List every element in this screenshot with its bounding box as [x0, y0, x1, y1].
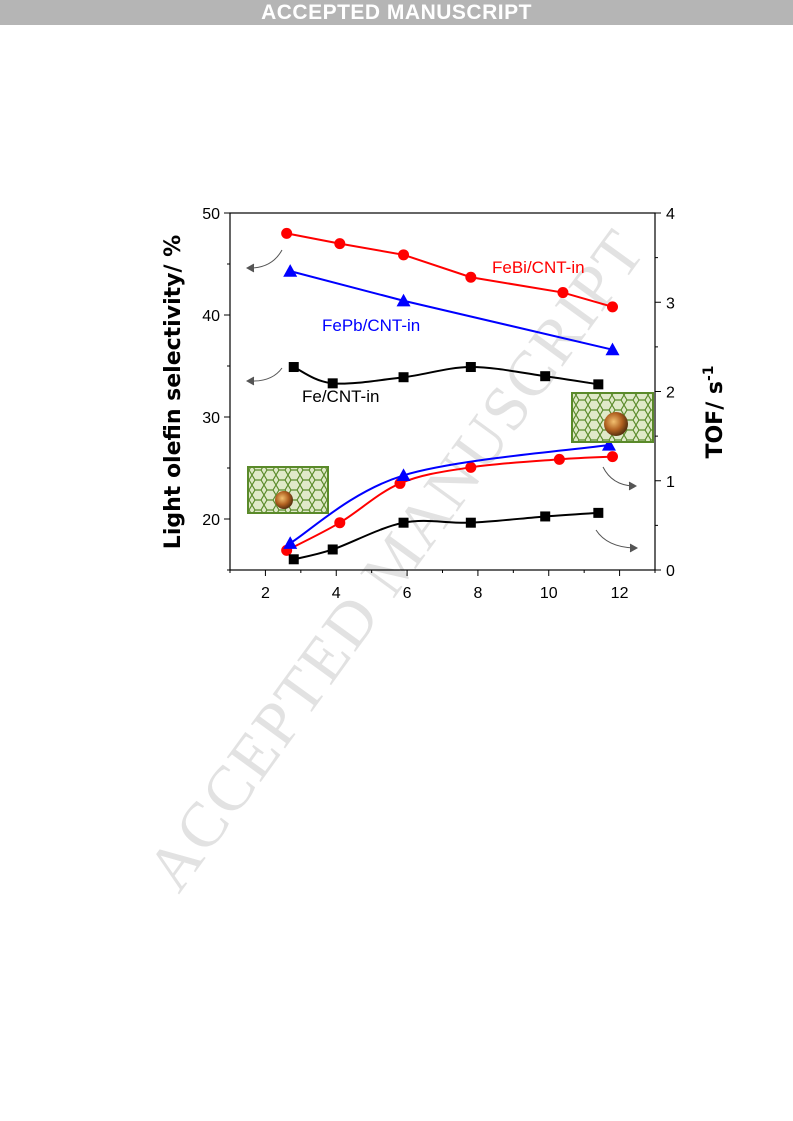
accepted-manuscript-banner	[0, 0, 793, 25]
y-left-tick-label-1: 30	[202, 410, 220, 427]
data-point-s2-p5	[593, 379, 604, 390]
nanotube-illustration-left	[247, 466, 329, 514]
series-label-fe: Fe/CNT-in	[302, 387, 379, 406]
series-layer	[281, 227, 620, 565]
arrow-fe-left-head	[245, 376, 255, 386]
y-left-tick-label-3: 50	[202, 206, 220, 223]
series-line-0	[286, 232, 613, 308]
nanotube-illustration-right	[571, 392, 654, 443]
arrow-fe-right-head	[629, 543, 639, 553]
data-point-s0-p4	[557, 287, 569, 299]
data-point-s4-p0	[283, 536, 298, 549]
arrow-febi-left-head	[245, 263, 255, 273]
y-left-tick-label-2: 40	[202, 308, 220, 325]
y-right-tick-label-2: 2	[666, 385, 675, 402]
y-right-tick-label-4: 4	[666, 206, 675, 223]
data-point-s3-p5	[607, 451, 618, 463]
banner-text: ACCEPTED MANUSCRIPT	[261, 1, 532, 24]
series-label-febi: FeBi/CNT-in	[492, 258, 585, 277]
data-point-s3-p4	[553, 453, 565, 465]
nanoparticle-right	[604, 412, 628, 436]
series-line-1	[289, 270, 613, 351]
x-tick-label-3: 8	[473, 585, 482, 602]
series-line-3	[286, 455, 613, 552]
data-point-s5-p3	[465, 517, 476, 528]
x-tick-label-1: 4	[332, 585, 341, 602]
y-right-tick-label-3: 3	[666, 295, 675, 312]
data-point-s0-p5	[607, 301, 618, 313]
data-point-s0-p2	[398, 249, 410, 261]
arrow-febi-right-head	[628, 481, 638, 491]
arrow-febi-right	[602, 466, 634, 487]
data-point-s4-p1	[396, 468, 411, 481]
axis-arrows	[245, 249, 639, 553]
series-line-2	[293, 366, 599, 386]
data-point-s5-p5	[593, 507, 604, 518]
data-point-s2-p4	[540, 371, 551, 382]
data-point-s2-p1	[327, 378, 338, 389]
y-axis-right-title-superscript: -1	[701, 365, 717, 381]
arrow-fe-right	[595, 529, 635, 549]
series-line-4	[289, 444, 610, 545]
data-point-s0-p0	[281, 227, 293, 239]
plot-frame	[229, 212, 656, 571]
data-point-s3-p3	[465, 461, 477, 473]
nanoparticle-left	[275, 491, 293, 509]
arrow-fe-left	[249, 367, 283, 382]
data-point-s3-p1	[334, 517, 346, 529]
y-axis-right-title-main: TOF/ s	[703, 381, 728, 459]
x-tick-label-2: 6	[403, 585, 412, 602]
data-point-s2-p0	[288, 362, 299, 373]
y-axis-right-title: TOF/ s-1	[701, 365, 728, 458]
data-point-s2-p2	[398, 372, 409, 383]
data-point-s5-p2	[398, 517, 409, 528]
data-point-s0-p1	[334, 238, 346, 250]
data-point-s1-p2	[605, 342, 620, 356]
x-tick-label-4: 10	[540, 585, 558, 602]
data-point-s0-p3	[465, 271, 477, 283]
y-left-tick-label-0: 20	[202, 512, 220, 529]
series-label-fepb: FePb/CNT-in	[322, 316, 420, 335]
data-point-s4-p2	[601, 438, 616, 451]
data-point-s1-p0	[283, 264, 298, 277]
y-right-tick-label-1: 1	[666, 474, 675, 491]
x-tick-label-0: 2	[261, 585, 270, 602]
arrow-febi-left	[249, 249, 283, 269]
y-axis-left-title: Light olefin selectivity/ %	[161, 235, 186, 549]
data-point-s1-p1	[396, 293, 411, 307]
data-point-s5-p1	[327, 544, 338, 555]
y-right-tick-label-0: 0	[666, 563, 675, 580]
data-point-s2-p3	[465, 362, 476, 373]
data-point-s5-p0	[288, 554, 299, 565]
data-point-s5-p4	[540, 511, 551, 522]
x-tick-label-5: 12	[611, 585, 629, 602]
